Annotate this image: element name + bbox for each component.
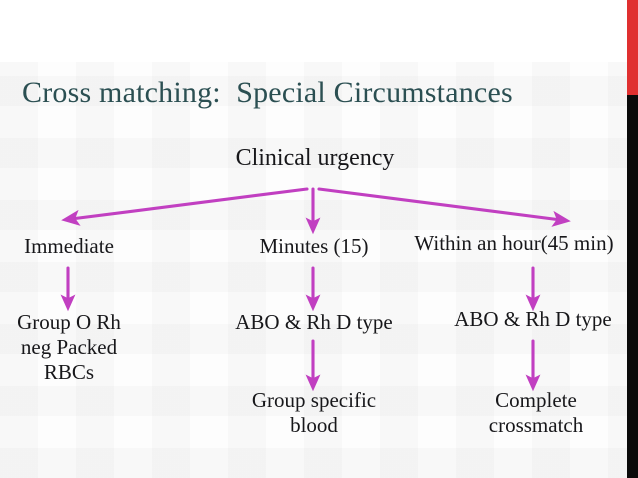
black-accent-bar — [627, 95, 638, 478]
node-urgency-minutes: Minutes (15) — [259, 234, 369, 258]
arrow-root-to-right — [317, 187, 571, 227]
node-urgency-within-hour: Within an hour(45 min) — [414, 231, 614, 255]
node-action-abo-rh-hour: ABO & Rh D type — [454, 307, 612, 331]
node-urgency-immediate: Immediate — [24, 234, 114, 258]
node-action-abo-rh-minutes: ABO & Rh D type — [235, 310, 393, 334]
node-followup-complete-crossmatch: Complete crossmatch — [488, 388, 584, 437]
arrow-root-to-left — [61, 187, 309, 226]
node-action-group-o: Group O Rh neg Packed RBCs — [17, 310, 121, 384]
red-accent-bar — [627, 0, 638, 95]
node-clinical-urgency: Clinical urgency — [235, 145, 395, 171]
top-margin — [0, 0, 638, 62]
node-followup-group-specific-blood: Group specific blood — [251, 388, 377, 437]
page-title: Cross matching: Special Circumstances — [22, 76, 513, 109]
